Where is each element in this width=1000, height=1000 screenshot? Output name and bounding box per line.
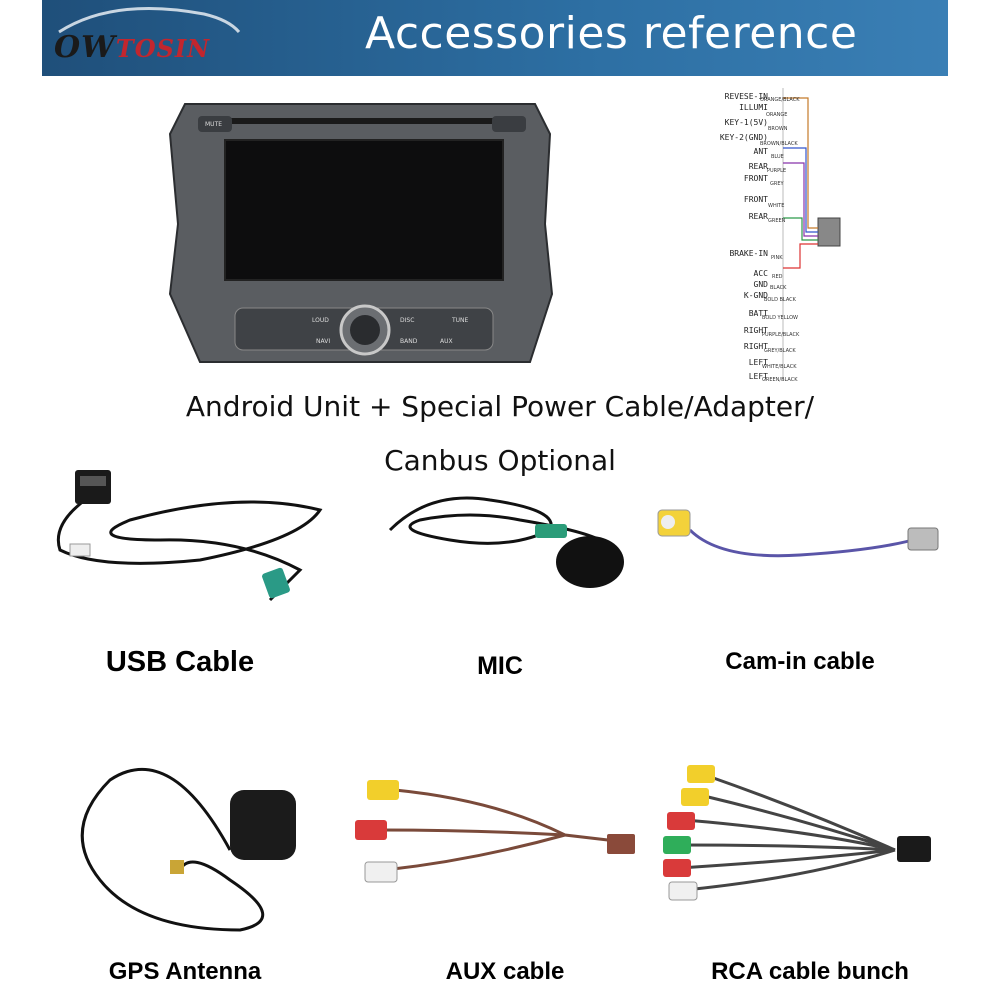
usb-cable-label: USB Cable xyxy=(105,646,255,678)
wire-label-15: RIGHT xyxy=(743,342,768,351)
unit-button-tune: TUNE xyxy=(452,317,469,324)
unit-button-band: BAND xyxy=(400,338,418,345)
aux-cable-label: AUX cable xyxy=(445,958,565,985)
unit-button-disc: DISC xyxy=(400,317,415,324)
wire-label-2: KEY-1(5V) xyxy=(724,118,768,127)
wire-label-17: LEFT xyxy=(748,372,768,381)
mic-label: MIC xyxy=(477,652,523,680)
cam-in-cable-label: Cam-in cable xyxy=(725,648,875,675)
wiring-diagram: REVESE-IN ILLUMI KEY-1(5V) KEY-2(GND) AN… xyxy=(688,88,878,388)
wire-label-11: GND xyxy=(753,280,768,289)
logo-accent-text: TOSIN xyxy=(115,34,211,63)
header-banner: OWTOSIN Accessories reference xyxy=(42,0,948,76)
wire-color-17: GREEN/BLACK xyxy=(762,377,798,383)
gps-antenna-label: GPS Antenna xyxy=(108,958,262,985)
usb-cable-image xyxy=(56,470,323,602)
caption-line-1: Android Unit + Special Power Cable/Adapt… xyxy=(185,390,815,423)
wire-label-16: LEFT xyxy=(748,358,768,367)
wire-label-7: FRONT xyxy=(743,195,768,204)
logo-swoosh-icon xyxy=(58,6,241,34)
wire-label-3: KEY-2(GND) xyxy=(719,133,768,142)
unit-button-aux: AUX xyxy=(440,338,453,345)
unit-button-loud: LOUD xyxy=(312,317,329,324)
unit-button-mute: MUTE xyxy=(205,121,223,128)
wire-color-1: ORANGE xyxy=(766,112,788,118)
wire-color-6: GREY xyxy=(770,181,784,187)
wire-label-5: REAR xyxy=(748,162,768,171)
wire-label-9: BRAKE-IN xyxy=(729,249,768,258)
unit-button-navi: NAVI xyxy=(316,338,331,345)
wire-color-12: BOLD BLACK xyxy=(764,297,796,303)
wire-color-0: ORANGE/BLACK xyxy=(760,97,800,103)
wiring-lines xyxy=(782,88,841,380)
aux-cable-image xyxy=(355,780,635,883)
wire-color-2: BROWN xyxy=(768,126,788,132)
wire-color-10: RED xyxy=(772,274,783,280)
caption-line-2: Canbus Optional xyxy=(384,444,616,477)
wire-color-9: PINK xyxy=(771,255,783,261)
mic-image xyxy=(388,496,624,588)
wire-color-3: BROWN/BLACK xyxy=(760,141,798,147)
wire-label-14: RIGHT xyxy=(743,326,768,335)
page-title: Accessories reference xyxy=(365,8,858,59)
wire-color-13: BOLD YELLOW xyxy=(762,315,798,321)
wire-color-5: PURPLE xyxy=(767,168,787,174)
wire-label-12: K-GND xyxy=(743,291,768,300)
wire-label-8: REAR xyxy=(748,212,768,221)
wire-color-8: GREEN xyxy=(768,218,786,224)
rca-cable-bunch-image xyxy=(663,765,931,901)
android-unit-image xyxy=(168,103,554,363)
wire-color-7: WHITE xyxy=(768,203,785,209)
wire-label-10: ACC xyxy=(753,269,768,278)
rca-cable-bunch-label: RCA cable bunch xyxy=(711,958,909,985)
wire-color-4: BLUE xyxy=(771,154,784,160)
cam-in-cable-image xyxy=(657,509,939,558)
wire-label-4: ANT xyxy=(753,147,768,156)
wire-label-0: REVESE-IN xyxy=(724,92,768,101)
wire-color-16: WHITE/BLACK xyxy=(762,364,797,370)
wire-color-11: BLACK xyxy=(770,285,787,291)
gps-antenna-image xyxy=(80,767,296,932)
brand-logo: OWTOSIN xyxy=(54,30,210,65)
wire-label-1: ILLUMI xyxy=(739,103,768,112)
wire-label-13: BATT xyxy=(748,309,768,318)
logo-main-text: OW xyxy=(54,30,116,65)
wire-color-15: GREY/BLACK xyxy=(764,348,796,354)
wire-label-6: FRONT xyxy=(743,174,768,183)
wire-color-14: PURPLE/BLACK xyxy=(762,332,800,338)
